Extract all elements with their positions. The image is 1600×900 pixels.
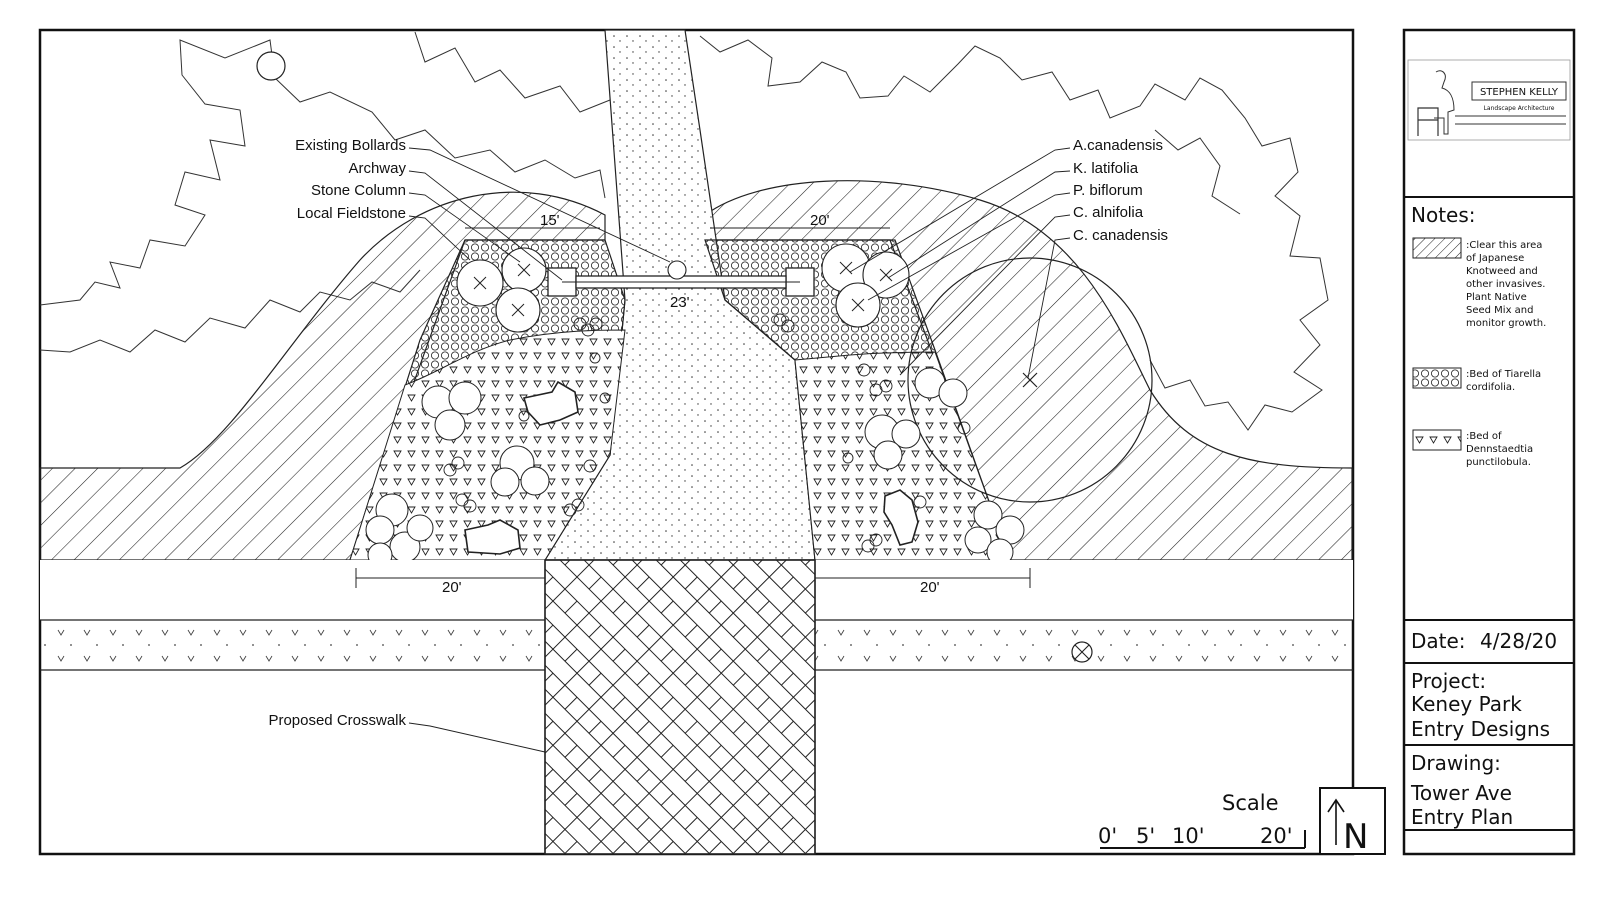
callout-leaders-left [408,147,671,753]
tree-canopy-right-inner [1154,129,1241,215]
north-arrow-letter: N [1343,817,1368,857]
dimension-archway: 23' [670,294,690,311]
fieldstone [883,489,919,546]
scale-title: Scale [1222,791,1279,815]
svg-text::Clear this area: :Clear this area [1466,240,1542,251]
bollard-symbol [667,260,687,280]
scale-bar [1100,830,1306,849]
note-dennstaedtia-bed: :Bed of Dennstaedtia punctilobula. [1466,431,1533,468]
north-arrow-icon [1327,798,1345,845]
svg-text:Seed Mix and: Seed Mix and [1466,305,1534,316]
shrub-group-left-bottom [365,493,434,568]
project-label: Project: [1411,669,1486,693]
fieldstone [522,380,579,426]
svg-text:other invasives.: other invasives. [1466,279,1545,290]
note-clear-area: :Clear this area of Japanese Knotweed an… [1466,240,1546,329]
project-name-line-1: Keney Park [1411,692,1522,716]
drawing-name-line-1: Tower Ave [1410,781,1512,805]
callout-existing-bollards: Existing Bollards [295,137,406,154]
svg-text:of Japanese: of Japanese [1466,253,1524,264]
svg-text:cordifolia.: cordifolia. [1466,382,1515,393]
svg-text:Plant Native: Plant Native [1466,292,1527,303]
drawing-name-line-2: Entry Plan [1411,805,1513,829]
scale-tick-10: 10' [1172,824,1205,848]
proposed-crosswalk-pavers [544,559,816,855]
seated-figure-icon [1434,70,1455,135]
callout-p-biflorum: P. biflorum [1073,182,1143,199]
date-label: Date: [1411,629,1466,653]
firm-logo: STEPHEN KELLY Landscape Architecture [1407,59,1571,141]
dimension-top-left: 15' [540,212,560,229]
c-canadensis-canopy [907,257,1153,503]
c-canadensis-center [1022,372,1038,388]
callout-c-alnifolia: C. alnifolia [1073,204,1144,221]
scale-tick-0: 0' [1098,824,1117,848]
dimension-bottom-right: 20' [920,579,940,596]
perennial-symbols [443,313,971,553]
shrub-group-right-top [821,243,910,328]
knotweed-clearing-right [704,180,1353,561]
existing-tree-symbol [256,51,286,81]
shrub-group-right-bottom [964,500,1025,566]
dimension-top-right: 20' [810,212,830,229]
legend-swatch-tiarella [1412,367,1462,389]
knotweed-clearing-left [39,191,606,561]
drawing-label: Drawing: [1411,751,1501,775]
svg-text:Dennstaedtia: Dennstaedtia [1466,444,1533,455]
callout-k-latifolia: K. latifolia [1073,160,1139,177]
svg-text::Bed of: :Bed of [1466,431,1502,442]
tree-canopy-left-outline-top [414,31,611,113]
svg-text:punctilobula.: punctilobula. [1466,457,1531,468]
bench-icon [1417,107,1439,136]
fieldstone [464,519,521,555]
callout-archway: Archway [348,160,406,177]
svg-text::Bed of Tiarella: :Bed of Tiarella [1466,369,1541,380]
tree-canopy-right-outline [699,35,1329,431]
callout-stone-column: Stone Column [311,182,406,199]
dimension-bottom-left: 20' [442,579,462,596]
notes-heading: Notes: [1411,203,1476,227]
shrub-group-right-mid [864,367,968,470]
logo-subtitle: Landscape Architecture [1484,105,1555,112]
logo-name: STEPHEN KELLY [1480,87,1559,98]
scale-tick-5: 5' [1136,824,1155,848]
date-value: 4/28/20 [1480,629,1557,653]
dennstaedtia-bed-right [795,352,1010,560]
callout-leaders-right [849,147,1071,379]
callout-proposed-crosswalk: Proposed Crosswalk [268,712,406,729]
dimension-lines [355,227,1031,588]
tree-canopy-left-outline [39,39,606,306]
svg-text:monitor growth.: monitor growth. [1466,318,1546,329]
project-name-line-2: Entry Designs [1411,717,1550,741]
callout-a-canadensis: A.canadensis [1073,137,1163,154]
north-arrow-box [1319,787,1386,855]
svg-text:Knotweed and: Knotweed and [1466,266,1538,277]
archway [547,260,815,297]
callout-local-fieldstone: Local Fieldstone [297,205,406,222]
shrub-group-left-top [456,247,547,333]
scale-tick-20: 20' [1260,824,1293,848]
note-tiarella-bed: :Bed of Tiarella cordifolia. [1466,369,1541,393]
legend-swatch-hatch [1412,237,1462,259]
shrub-group-left-mid [421,381,550,497]
trail-surface-texture [545,30,815,560]
callout-c-canadensis: C. canadensis [1073,227,1168,244]
legend-swatch-dennstaedtia [1412,429,1462,451]
